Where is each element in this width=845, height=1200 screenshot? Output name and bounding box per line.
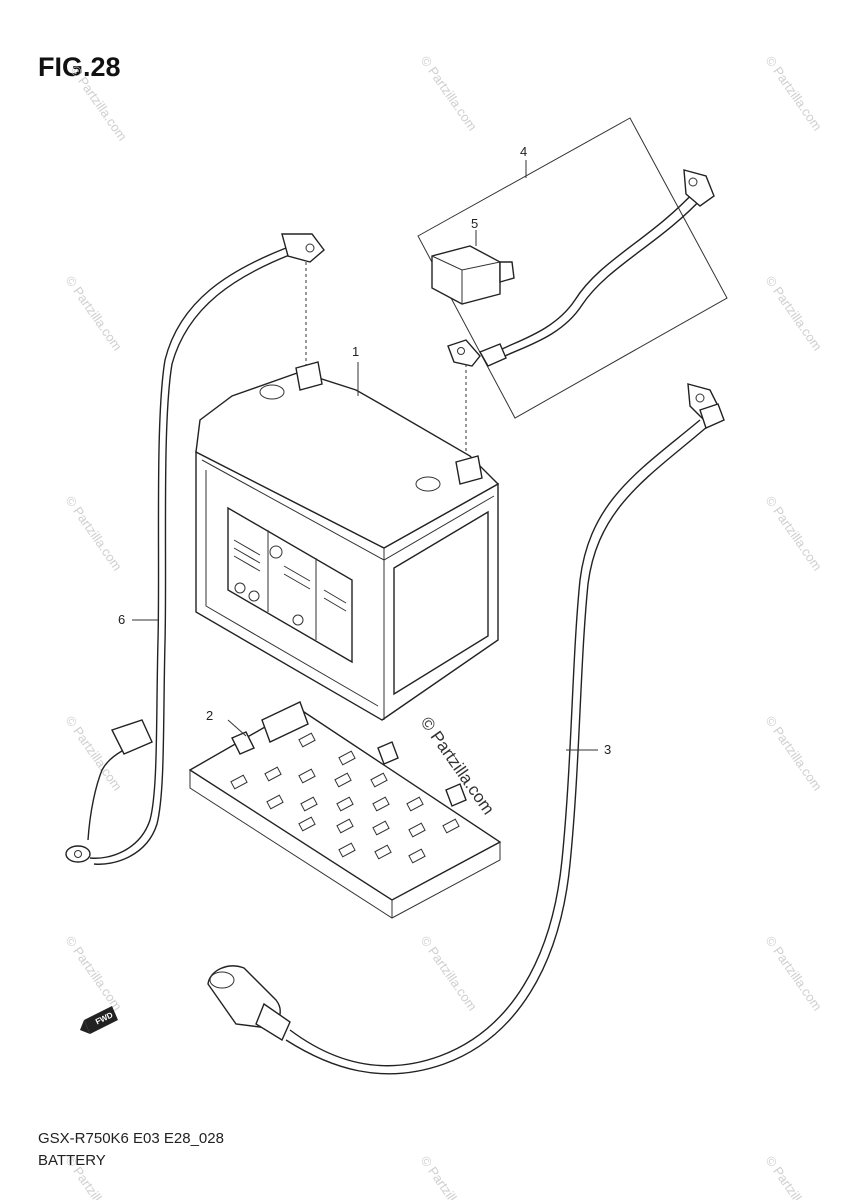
watermark: © Partzilla.com xyxy=(418,53,481,133)
watermark: © Partzilla.com xyxy=(763,713,826,793)
watermark: © Partzilla.com xyxy=(63,493,126,573)
terminal-cover xyxy=(431,245,515,305)
watermark: © Partzilla.com xyxy=(63,933,126,1013)
fwd-arrow-icon: FWD xyxy=(80,1006,118,1034)
leader-line xyxy=(227,719,247,737)
callout-4: 4 xyxy=(520,144,527,159)
positive-cable xyxy=(447,169,715,367)
watermark: © Partzilla.com xyxy=(418,1153,481,1200)
callout-6: 6 xyxy=(118,612,125,627)
callout-3: 3 xyxy=(604,742,611,757)
watermark: © Partzilla.com xyxy=(68,63,131,143)
watermark: © Partzilla.com xyxy=(763,53,826,133)
battery-tray xyxy=(188,701,502,919)
callout-2: 2 xyxy=(206,708,213,723)
watermark: © Partzilla.com xyxy=(63,273,126,353)
callout-5: 5 xyxy=(471,216,478,231)
figure-title: FIG.28 xyxy=(38,52,121,82)
negative-cable xyxy=(65,233,325,865)
watermark: © Partzilla.com xyxy=(763,273,826,353)
figure-code: GSX-R750K6 E03 E28_028 xyxy=(38,1130,224,1147)
starter-cable xyxy=(207,383,725,1075)
battery xyxy=(195,361,500,721)
watermark: © Partzilla.com xyxy=(63,713,126,793)
watermark: © Partzilla.com xyxy=(763,933,826,1013)
watermark: © Partzilla.com xyxy=(763,493,826,573)
callout-1: 1 xyxy=(352,344,359,359)
figure-name: BATTERY xyxy=(38,1152,106,1169)
watermark: © Partzilla.com xyxy=(763,1153,826,1200)
tray-slots xyxy=(230,732,460,864)
watermark: © Partzilla.com xyxy=(418,933,481,1013)
